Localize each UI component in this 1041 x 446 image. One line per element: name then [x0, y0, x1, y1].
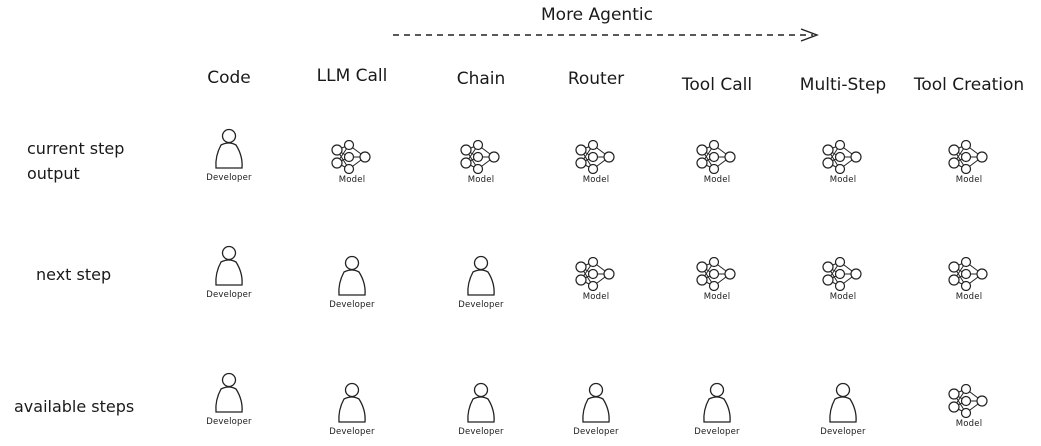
model-node: Model	[808, 140, 878, 185]
person-icon	[317, 382, 387, 426]
neural-network-icon	[682, 140, 752, 174]
person-icon	[561, 382, 631, 426]
node-caption: Model	[582, 175, 610, 185]
column-header: Router	[567, 69, 625, 89]
neural-network-icon	[446, 140, 516, 174]
node-caption: Model	[829, 292, 857, 302]
developer-node: Developer	[808, 382, 878, 437]
node-caption: Developer	[206, 290, 252, 300]
row-label: next step	[36, 265, 112, 284]
developer-node: Developer	[194, 245, 264, 300]
node-caption: Developer	[206, 173, 252, 183]
developer-node: Developer	[682, 382, 752, 437]
node-caption: Model	[955, 175, 983, 185]
neural-network-icon	[561, 257, 631, 291]
person-icon	[682, 382, 752, 426]
node-caption: Model	[703, 292, 731, 302]
person-icon	[317, 255, 387, 299]
neural-network-icon	[317, 140, 387, 174]
developer-node: Developer	[317, 255, 387, 310]
developer-node: Developer	[194, 128, 264, 183]
neural-network-icon	[934, 384, 1004, 418]
node-caption: Developer	[206, 417, 252, 427]
neural-network-icon	[561, 140, 631, 174]
node-caption: Model	[955, 419, 983, 429]
node-caption: Model	[467, 175, 495, 185]
person-icon	[446, 255, 516, 299]
column-header: Chain	[456, 69, 506, 89]
dashed-arrow-icon	[393, 28, 819, 42]
model-node: Model	[682, 140, 752, 185]
node-caption: Model	[829, 175, 857, 185]
node-caption: Developer	[820, 427, 866, 437]
person-icon	[194, 372, 264, 416]
title: More Agentic	[541, 5, 653, 25]
neural-network-icon	[934, 140, 1004, 174]
node-caption: Developer	[329, 300, 375, 310]
model-node: Model	[808, 257, 878, 302]
neural-network-icon	[934, 257, 1004, 291]
developer-node: Developer	[446, 382, 516, 437]
node-caption: Developer	[458, 300, 504, 310]
column-header: LLM Call	[316, 66, 388, 86]
neural-network-icon	[808, 257, 878, 291]
column-header: Multi-Step	[799, 75, 887, 95]
developer-node: Developer	[194, 372, 264, 427]
developer-node: Developer	[446, 255, 516, 310]
node-caption: Developer	[329, 427, 375, 437]
model-node: Model	[934, 140, 1004, 185]
node-caption: Developer	[458, 427, 504, 437]
model-node: Model	[317, 140, 387, 185]
node-caption: Model	[703, 175, 731, 185]
row-label: available steps	[14, 397, 135, 416]
node-caption: Model	[338, 175, 366, 185]
person-icon	[808, 382, 878, 426]
person-icon	[194, 245, 264, 289]
node-caption: Developer	[573, 427, 619, 437]
developer-node: Developer	[561, 382, 631, 437]
neural-network-icon	[682, 257, 752, 291]
node-caption: Developer	[694, 427, 740, 437]
node-caption: Model	[582, 292, 610, 302]
model-node: Model	[561, 140, 631, 185]
column-header: Code	[207, 68, 251, 88]
person-icon	[194, 128, 264, 172]
person-icon	[446, 382, 516, 426]
model-node: Model	[934, 257, 1004, 302]
column-header: Tool Creation	[913, 75, 1025, 95]
model-node: Model	[561, 257, 631, 302]
model-node: Model	[446, 140, 516, 185]
developer-node: Developer	[317, 382, 387, 437]
model-node: Model	[934, 384, 1004, 429]
model-node: Model	[682, 257, 752, 302]
column-header: Tool Call	[681, 75, 753, 95]
node-caption: Model	[955, 292, 983, 302]
neural-network-icon	[808, 140, 878, 174]
